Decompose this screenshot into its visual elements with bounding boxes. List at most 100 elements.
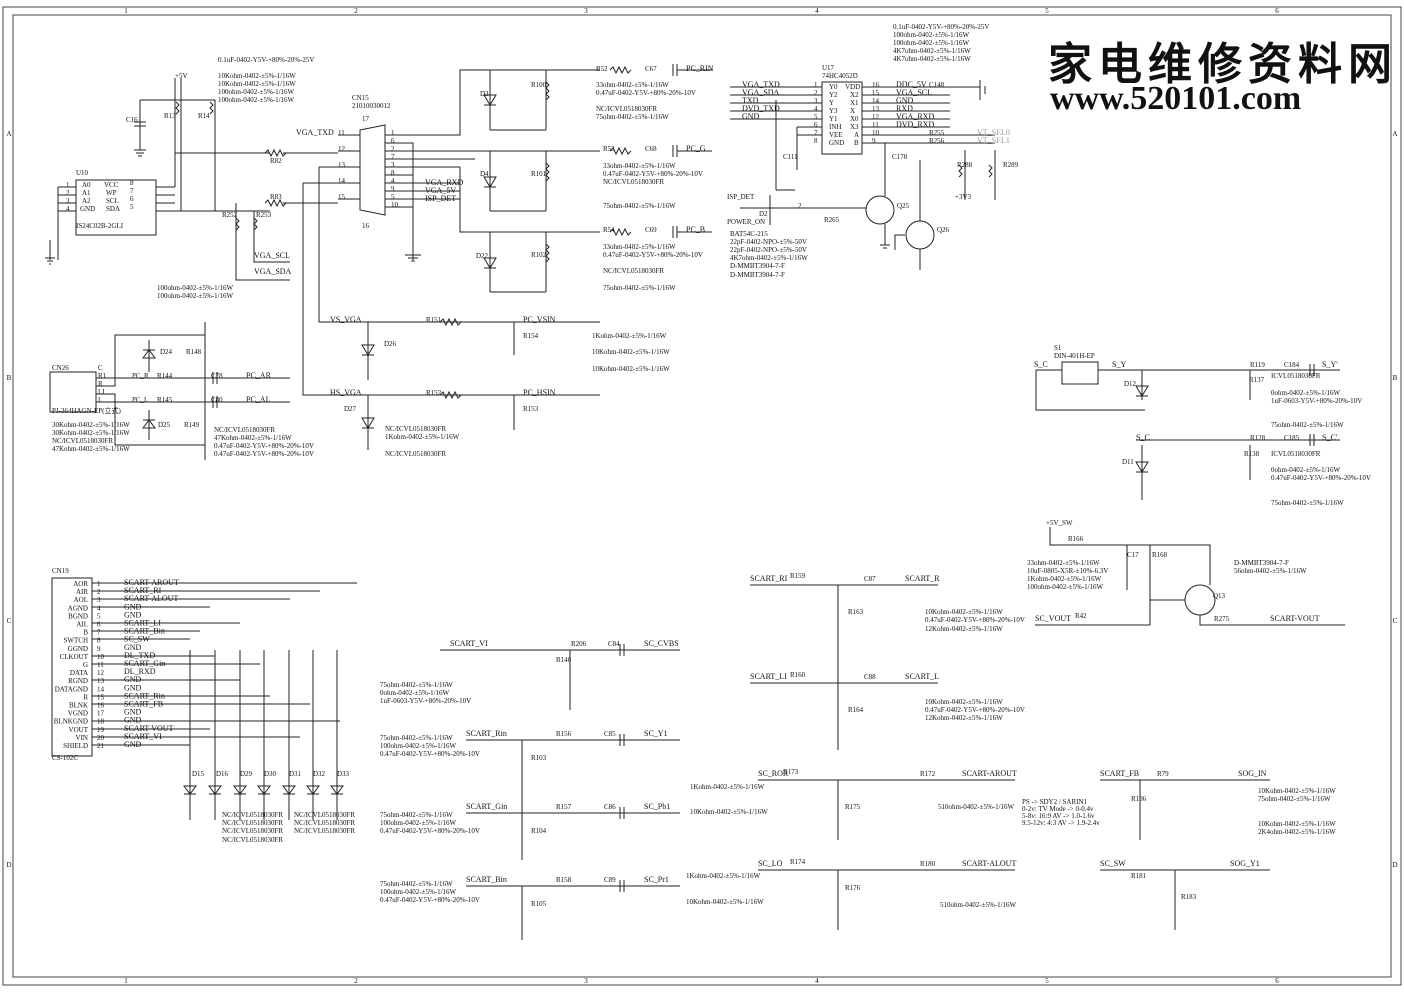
schematic-label: 10uF-0805-X5R-±10%-6.3V bbox=[1027, 567, 1108, 575]
schematic-label: 75ohm-0402-±5%-1/16W bbox=[1271, 499, 1344, 507]
schematic-label: R52 bbox=[596, 65, 608, 73]
schematic-label: 33ohm-0402-±5%-1/16W bbox=[596, 81, 669, 89]
schematic-label: 4K7ohm-0402-±5%-1/16W bbox=[893, 47, 971, 55]
schematic-label: 2 bbox=[814, 89, 818, 97]
schematic-label: 75ohm-0402-±5%-1/16W bbox=[1258, 795, 1331, 803]
schematic-label: R119 bbox=[1250, 361, 1265, 369]
schematic-label: 10Kohm-0402-±5%-1/16W bbox=[925, 698, 1003, 706]
schematic-label: R180 bbox=[920, 860, 936, 868]
schematic-label: L bbox=[98, 396, 102, 404]
schematic-label: D25 bbox=[158, 421, 171, 429]
cn26-body bbox=[49, 371, 97, 413]
schematic-label: R159 bbox=[790, 572, 806, 580]
scart-pin-net: SC_SW bbox=[124, 635, 150, 644]
watermark-title: 家电维修资料网 bbox=[1048, 39, 1398, 90]
schematic-label: S_C bbox=[1034, 360, 1048, 369]
schematic-label: R157 bbox=[556, 803, 572, 811]
schematic-label: 15 bbox=[872, 89, 880, 97]
schematic-label: VGA_TXD bbox=[296, 128, 334, 137]
schematic-label: 10Kohm-0402-±5%-1/16W bbox=[218, 80, 296, 88]
schematic-label: 4 bbox=[66, 205, 70, 213]
schematic-label: 100ohm-0402-±5%-1/16W bbox=[380, 819, 457, 827]
schematic-label: D33 bbox=[337, 770, 350, 778]
schematic-label: NC/ICVL0518030FR bbox=[294, 827, 355, 835]
schematic-label: R176 bbox=[845, 884, 861, 892]
schematic-label: R145 bbox=[157, 396, 173, 404]
scart-pin-net: SCART-ALOUT bbox=[124, 594, 178, 603]
scart-pin-name: AGND bbox=[68, 604, 88, 612]
schematic-label: VGA_TXD bbox=[742, 80, 780, 89]
rgb-diodes bbox=[483, 94, 497, 269]
schematic-label: R101 bbox=[531, 170, 547, 178]
schematic-label: ICVL0518030FR bbox=[1271, 372, 1321, 380]
vga-connector bbox=[302, 69, 600, 396]
schematic-label: VGA_5V bbox=[425, 186, 456, 195]
schematic-label: PC_R bbox=[132, 372, 149, 380]
schematic-label: C78 bbox=[211, 372, 223, 380]
schematic-label: 0.47uF-0402-Y5V-+80%-20%-10V bbox=[380, 827, 480, 835]
schematic-label: S1 bbox=[1054, 344, 1062, 352]
schematic-label: 5 bbox=[814, 113, 818, 121]
scart-pin-name: AOL bbox=[74, 596, 88, 604]
scart-pin-net: DL_RXD bbox=[124, 667, 156, 676]
schematic-label: D24 bbox=[160, 348, 173, 356]
schematic-label: 510ohm-0402-±5%-1/16W bbox=[940, 901, 1017, 909]
schematic-label: Q26 bbox=[937, 226, 950, 234]
border-row-right: B bbox=[1393, 374, 1398, 382]
schematic-label: PC_L bbox=[132, 396, 148, 404]
schematic-label: VGA_SDA bbox=[254, 267, 292, 276]
schematic-label: D16 bbox=[216, 770, 229, 778]
schematic-label: 0.47uF-0402-Y5V-+80%-20%-10V bbox=[380, 750, 480, 758]
schematic-label: 7 bbox=[814, 129, 818, 137]
schematic-label: 5 bbox=[130, 203, 134, 211]
schematic-label: R156 bbox=[556, 730, 572, 738]
border-col-top: 6 bbox=[1275, 7, 1279, 15]
schematic-label: NC/ICVL0518030FR bbox=[603, 178, 664, 186]
schematic-label: 12Kohm-0402-±5%-1/16W bbox=[925, 714, 1003, 722]
schematic-label: 6 bbox=[391, 137, 395, 145]
schematic-label: 10Kohm-0402-±5%-1/16W bbox=[592, 348, 670, 356]
schematic-label: 30Kohm-0402-±5%-1/16W bbox=[52, 421, 130, 429]
schematic-label: 10Kohm-0402-±5%-1/16W bbox=[592, 365, 670, 373]
schematic-label: 8 bbox=[391, 169, 395, 177]
schematic-label: 56ohm-0402-±5%-1/16W bbox=[1234, 567, 1307, 575]
schematic-label: SCART_VI bbox=[450, 639, 488, 648]
rgb-series bbox=[609, 64, 712, 238]
schematic-label: 100ohm-0402-±5%-1/16W bbox=[157, 284, 234, 292]
schematic-label: D-MMBT3904-7-F bbox=[1234, 559, 1289, 567]
schematic-label: R106 bbox=[1131, 795, 1147, 803]
scart-pin-net: GND bbox=[124, 740, 142, 749]
schematic-label: DVD_RXD bbox=[896, 120, 934, 129]
schematic-label: 0.47uF-0402-Y5V-+80%-20%-10V bbox=[214, 450, 314, 458]
schematic-label: D29 bbox=[240, 770, 253, 778]
schematic-label: 3 bbox=[814, 97, 818, 105]
schematic-label: R253 bbox=[256, 211, 272, 219]
schematic-label: WP bbox=[106, 189, 117, 197]
schematic-label: 14 bbox=[338, 177, 346, 185]
schematic-label: 4 bbox=[814, 105, 818, 113]
schematic-label: NC/ICVL0518030FR bbox=[52, 437, 113, 445]
schematic-label: +3V3 bbox=[955, 193, 972, 201]
schematic-label: SOG_Y1 bbox=[1230, 859, 1260, 868]
schematic-label: VDD bbox=[845, 83, 860, 91]
scart-pin-net: SCART-AROUT bbox=[124, 578, 179, 587]
schematic-label: D32 bbox=[313, 770, 326, 778]
schematic-label: 100ohm-0402-±5%-1/16W bbox=[380, 742, 457, 750]
schematic-label: SDA bbox=[106, 205, 120, 213]
schematic-label: R275 bbox=[1214, 615, 1230, 623]
schematic-label: 22pF-0402-NPO-±5%-50V bbox=[730, 246, 807, 254]
schematic-label: 75ohm-0402-±5%-1/16W bbox=[380, 811, 453, 819]
vout-wires bbox=[1035, 527, 1345, 626]
schematic-label: C bbox=[98, 364, 103, 372]
schematic-label: TXD bbox=[742, 96, 759, 105]
schematic-label: D2 bbox=[759, 210, 768, 218]
scart-pin-name: BGND bbox=[68, 612, 88, 620]
cn19-body bbox=[51, 577, 93, 757]
schematic-label: SC_LO bbox=[758, 859, 783, 868]
schematic-label: R183 bbox=[1181, 893, 1197, 901]
scart-pin-number: 16 bbox=[97, 702, 105, 710]
schematic-label: Q25 bbox=[897, 202, 910, 210]
schematic-label: PC_RIN bbox=[686, 64, 714, 73]
schematic-label: 0.47uF-0402-Y5V-+80%-20%-10V bbox=[603, 170, 703, 178]
scart-pin-net: SCART-VOUT bbox=[124, 724, 174, 733]
